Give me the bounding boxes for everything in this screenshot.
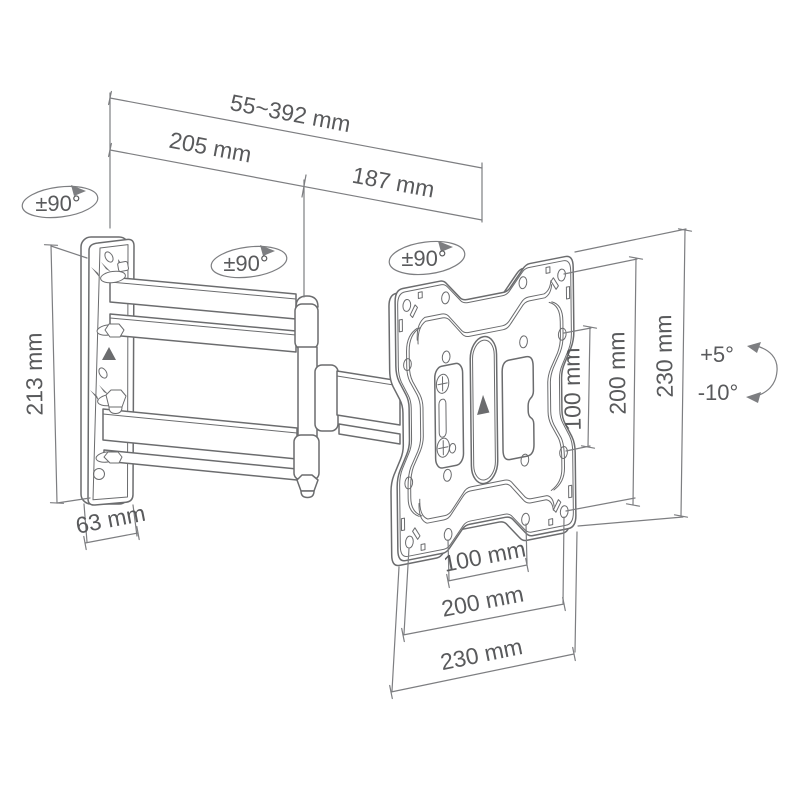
vesa-hole: [405, 476, 413, 489]
up-arrow-icon: [102, 347, 116, 360]
vesa-hole: [560, 446, 568, 459]
center-slot-inner: [472, 338, 495, 482]
dim-wall-plate-width: [83, 503, 140, 551]
dim-plate-height: [574, 228, 693, 527]
dim-vesa-horizontal-100: [446, 523, 529, 589]
vesa-hole: [444, 469, 452, 482]
hinge-knuckle-bottom: [293, 434, 320, 481]
swivel-symbol-arm: [210, 245, 288, 279]
vesa-hole: [521, 453, 529, 466]
label-swivel-arm: ±90°: [223, 251, 268, 276]
vesa-plate-inner-outline: [398, 259, 574, 557]
up-arrow-icon: [477, 394, 490, 415]
swivel-symbol-wall: [21, 185, 99, 219]
hinge-shaft: [297, 346, 318, 440]
label-vesa-vertical-100: 100 mm: [558, 347, 585, 431]
label-vesa-horizontal-200: 200 mm: [439, 580, 526, 621]
vesa-hole: [442, 291, 450, 304]
dim-vesa-vertical-100: [563, 325, 598, 452]
upper-arm-bar-bottom: [109, 313, 297, 353]
pivot-hardware-bottom: [90, 385, 127, 464]
pivot-hardware-top: [91, 259, 129, 338]
label-arm-segment-2: 187 mm: [350, 162, 436, 203]
label-tilt-down: -10°: [698, 380, 739, 405]
vesa-hole: [403, 299, 411, 312]
dim-extension-range: [107, 90, 483, 298]
corner-cutouts: [399, 263, 572, 554]
hinge-knuckle-middle: [314, 364, 339, 432]
vesa-hole: [520, 335, 528, 348]
rotation-arrow-icon: [71, 185, 86, 196]
hinge-column: [294, 295, 339, 440]
tilt-arrow-up-icon: [747, 342, 761, 353]
label-tilt-up: +5°: [700, 342, 734, 367]
hinge-nut-dome: [300, 490, 315, 499]
label-extension-range: 55~392 mm: [228, 89, 353, 137]
vesa-hole: [404, 358, 412, 371]
vesa-hole: [558, 328, 566, 341]
tilt-symbol: [746, 342, 778, 403]
label-swivel-plate: ±90°: [401, 246, 446, 271]
dim-plate-width: [389, 531, 578, 700]
middle-arm-bar: [336, 370, 401, 426]
stamped-ridges: [406, 278, 565, 538]
mount-bracket-drawing: [80, 236, 576, 567]
upper-arm-bar-top: [109, 276, 297, 320]
label-wall-plate-height: 213 mm: [20, 332, 47, 415]
upper-arm: [109, 276, 297, 353]
tilt-arrow-down-icon: [746, 392, 761, 403]
swivel-symbol-plate: [388, 240, 466, 276]
wall-plate-inner-outline: [92, 244, 129, 501]
vesa-plate: [389, 255, 576, 567]
wall-plate-slot-mid: [98, 367, 108, 379]
dim-vesa-horizontal-200: [401, 516, 566, 643]
middle-arm: [336, 370, 401, 445]
label-swivel-wall: ±90°: [35, 191, 80, 216]
vesa-hole: [519, 276, 527, 289]
label-arm-segment-1: 205 mm: [167, 127, 253, 168]
middle-arm-flange: [338, 423, 401, 445]
dim-wall-plate-height: [43, 244, 91, 504]
right-channel: [502, 355, 534, 460]
locking-bracket: [435, 362, 464, 469]
rotation-arrow-icon: [438, 241, 453, 252]
wall-plate-hole-bottom: [93, 468, 105, 480]
vesa-hole: [442, 350, 450, 363]
label-plate-height: 230 mm: [650, 314, 678, 398]
label-vesa-vertical-200: 200 mm: [603, 331, 630, 415]
wall-plate-slot-top: [104, 251, 114, 263]
center-slot: [470, 334, 498, 486]
hinge-nut: [296, 474, 319, 492]
rotation-arrow-icon: [260, 245, 275, 256]
hinge-bottom: [293, 434, 320, 499]
dim-vesa-vertical-200: [563, 256, 644, 512]
hinge-knuckle-top: [294, 303, 319, 350]
label-plate-width: 230 mm: [438, 633, 525, 675]
